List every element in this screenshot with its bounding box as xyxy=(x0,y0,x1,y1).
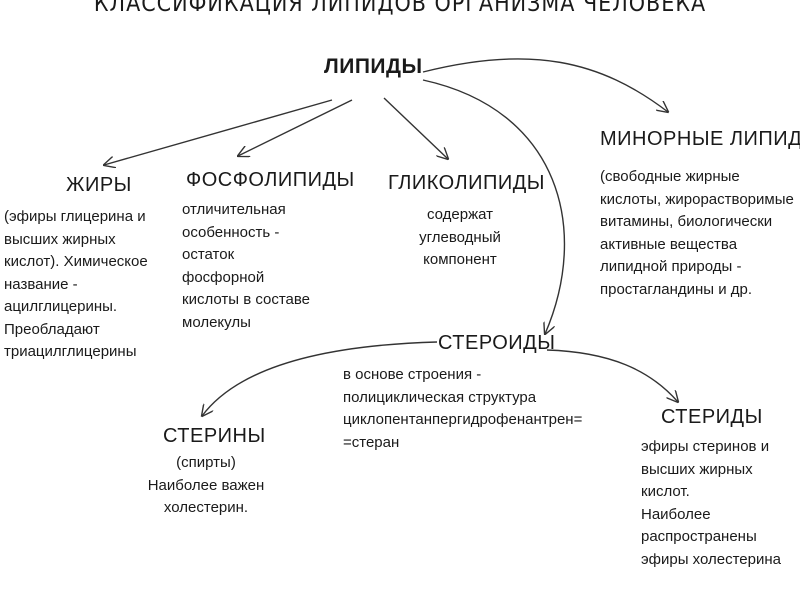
node-title-minor-lipids: МИНОРНЫЕ ЛИПИДЫ xyxy=(600,128,800,150)
node-description-steroids: в основе строения - полициклическая стру… xyxy=(343,366,583,451)
diagram-title: КЛАССИФИКАЦИЯ ЛИПИДОВ ОРГАНИЗМА ЧЕЛОВЕКА xyxy=(93,0,707,17)
arrow-steroids-to-sterols xyxy=(202,341,438,416)
node-description-phospholipids: отличительная особенность - остаток фосф… xyxy=(182,201,311,331)
node-title-glycolipids: ГЛИКОЛИПИДЫ xyxy=(388,172,545,194)
node-description-fats: (эфиры глицерина и высших жирных кислот)… xyxy=(4,208,148,360)
arrow-steroids-to-sterides xyxy=(546,349,678,402)
node-description-sterides: эфиры стеринов и высших жирных кислот. Н… xyxy=(641,438,781,568)
root-node-lipids: ЛИПИДЫ xyxy=(324,55,423,78)
arrow-lipids-to-minor xyxy=(422,58,668,112)
arrow-lipids-to-fats xyxy=(104,99,333,165)
node-title-sterides: СТЕРИДЫ xyxy=(661,406,763,428)
node-title-sterols: СТЕРИНЫ xyxy=(163,425,266,447)
node-description-minor-lipids: (свободные жирные кислоты, жирорастворим… xyxy=(600,168,794,298)
node-title-steroids: СТЕРОИДЫ xyxy=(438,332,556,354)
arrow-lipids-to-phospholipids xyxy=(238,99,353,156)
node-description-glycolipids: содержат углеводный компонент xyxy=(419,206,501,268)
node-title-phospholipids: ФОСФОЛИПИДЫ xyxy=(186,169,355,191)
arrow-lipids-to-steroids xyxy=(422,79,566,334)
arrow-lipids-to-glycolipids xyxy=(383,97,448,159)
node-title-fats: ЖИРЫ xyxy=(66,174,132,196)
node-description-sterols: (спирты) Наиболее важен холестерин. xyxy=(147,454,265,516)
